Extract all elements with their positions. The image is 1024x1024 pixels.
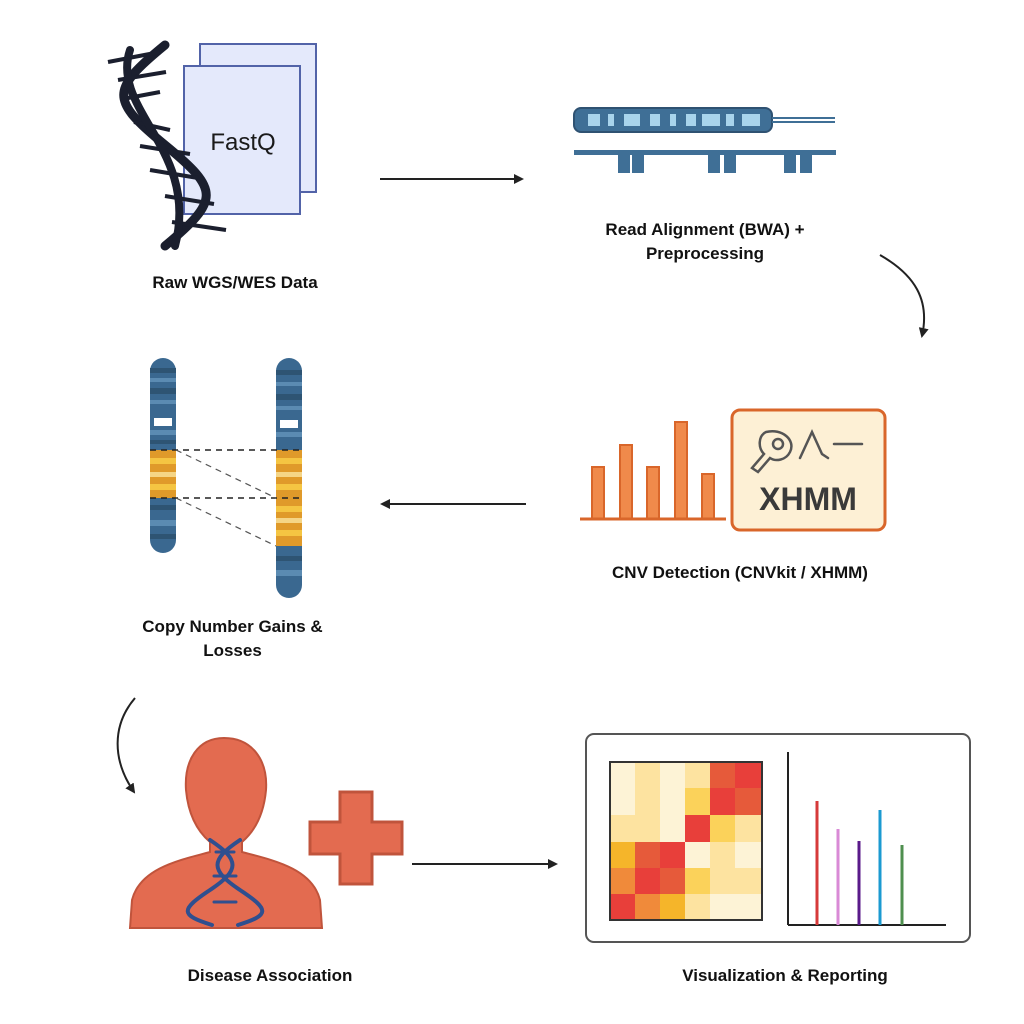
step-label-copy-number-line1: Copy Number Gains & (142, 617, 323, 636)
step-label-visualization: Visualization & Reporting (682, 966, 888, 985)
dna-icon (107, 40, 227, 251)
step-label-read-alignment: Read Alignment (BWA) + Preprocessing (560, 218, 850, 266)
xhmm-tool-icon: XHMM (730, 408, 887, 532)
heatmap-icon (609, 761, 763, 921)
medical-cross-icon (308, 790, 404, 886)
step-label-read-alignment-line2: Preprocessing (645, 244, 765, 263)
step-label-disease-association: Disease Association (187, 966, 353, 985)
bar-chart-icon (580, 421, 726, 521)
step-label-copy-number: Copy Number Gains & Losses (100, 615, 365, 663)
read-alignment-icon (573, 107, 836, 173)
xhmm-text: XHMM (759, 481, 857, 517)
spectrum-chart-icon (787, 752, 946, 926)
step-label-read-alignment-line1: Read Alignment (BWA) + (605, 220, 805, 239)
person-icon (128, 736, 324, 929)
fastq-text: FastQ (210, 129, 275, 156)
step-label-raw-data: Raw WGS/WES Data (152, 273, 318, 292)
probe-icon (750, 428, 864, 474)
dna-icon (185, 838, 265, 927)
arrow-align-to-cnv (879, 254, 929, 338)
step-label-cnv-detection: CNV Detection (CNVkit / XHMM) (612, 563, 868, 582)
arrow-gains-to-disease (116, 697, 136, 794)
step-label-copy-number-line2: Losses (203, 641, 262, 660)
chromosome-icon (150, 358, 302, 598)
